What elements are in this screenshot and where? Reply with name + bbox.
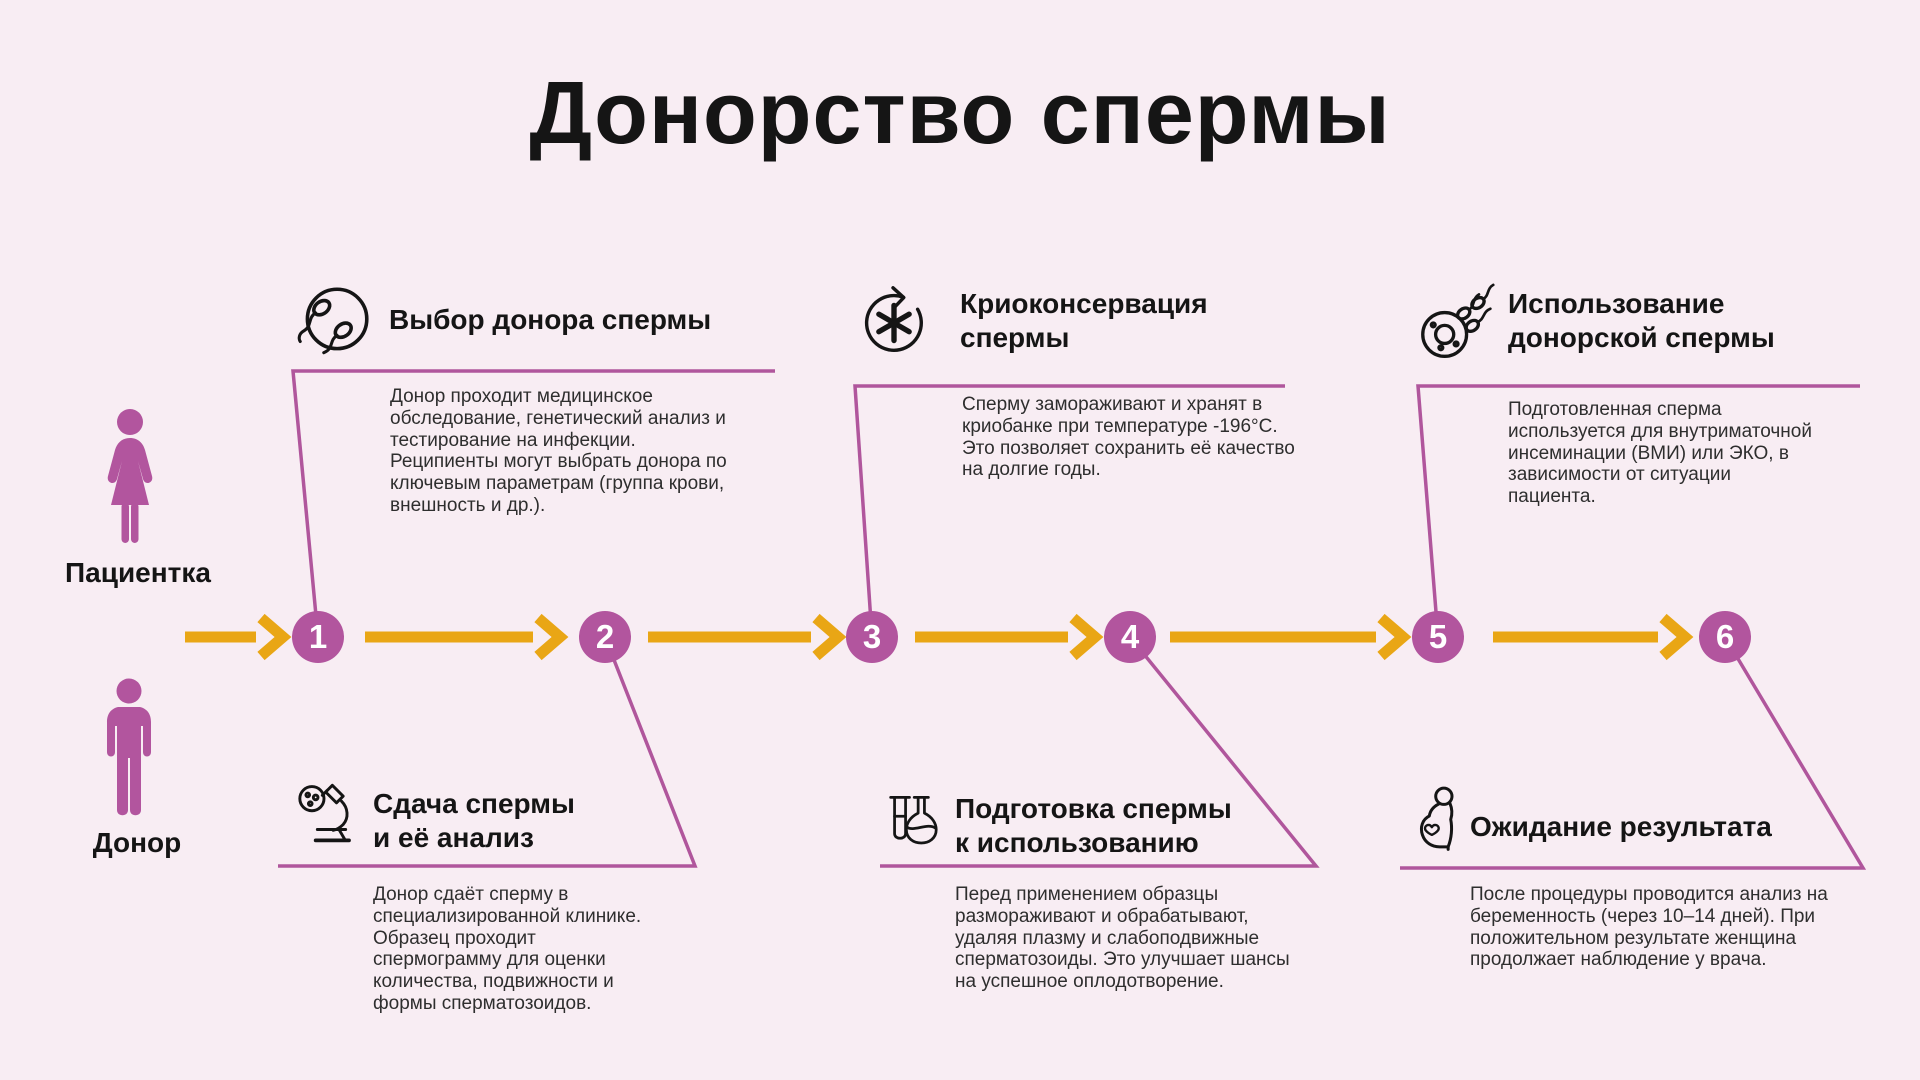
marker-number: 1 [308, 618, 328, 655]
connector-step-5 [1416, 384, 1860, 638]
step-title-6: Ожидание результата [1470, 811, 1772, 842]
timeline-arrows [185, 613, 1694, 661]
timeline-marker-5: 5 [1412, 611, 1464, 663]
step-description-6: После процедуры проводится анализ на бер… [1470, 884, 1828, 971]
arrow-right-icon [915, 613, 1104, 661]
timeline-marker-2: 2 [579, 611, 631, 663]
page-title: Донорство спермы [529, 63, 1391, 162]
marker-number: 4 [1120, 618, 1140, 655]
connector-lines [278, 369, 1867, 870]
step-title-4: Подготовка спермы к использованию [955, 793, 1232, 858]
donor-label: Донор [92, 827, 182, 858]
lab-flasks-icon [882, 788, 948, 854]
microscope-icon [292, 782, 366, 852]
timeline-marker-4: 4 [1104, 611, 1156, 663]
egg-fertilization-icon [1418, 283, 1498, 363]
marker-number: 2 [595, 618, 615, 655]
marker-number: 5 [1428, 618, 1448, 655]
connector-step-4 [880, 635, 1320, 868]
sperm-cells-icon [290, 278, 376, 364]
arrow-right-icon [1170, 613, 1412, 661]
male-figure-icon [100, 678, 158, 822]
timeline-marker-3: 3 [846, 611, 898, 663]
step-description-3: Сперму замораживают и хранят в криобанке… [962, 394, 1295, 481]
arrow-right-icon [185, 613, 292, 661]
connector-step-3 [853, 384, 1285, 638]
timeline-marker-6: 6 [1699, 611, 1751, 663]
step-title-2: Сдача спермы и её анализ [373, 788, 575, 853]
step-description-2: Донор сдаёт сперму в специализированной … [373, 884, 642, 1014]
patient-label: Пациентка [65, 557, 211, 588]
connector-step-2 [278, 636, 698, 868]
timeline-marker-1: 1 [292, 611, 344, 663]
step-description-5: Подготовленная сперма используется для в… [1508, 399, 1812, 508]
marker-number: 6 [1715, 618, 1735, 655]
arrow-right-icon [365, 613, 569, 661]
marker-number: 3 [862, 618, 882, 655]
pregnant-woman-icon [1410, 786, 1464, 858]
connector-step-6 [1400, 636, 1867, 870]
arrow-right-icon [648, 613, 847, 661]
connector-step-1 [291, 369, 775, 638]
step-description-1: Донор проходит медицинское обследование,… [390, 386, 727, 516]
step-title-5: Использование донорской спермы [1508, 288, 1775, 353]
step-title-1: Выбор донора спермы [389, 304, 712, 335]
cryopreservation-icon [853, 280, 935, 362]
step-description-4: Перед применением образцы размораживают … [955, 884, 1290, 993]
step-title-3: Криоконсервация спермы [960, 288, 1208, 353]
arrow-right-icon [1493, 613, 1694, 661]
female-figure-icon [96, 408, 164, 550]
